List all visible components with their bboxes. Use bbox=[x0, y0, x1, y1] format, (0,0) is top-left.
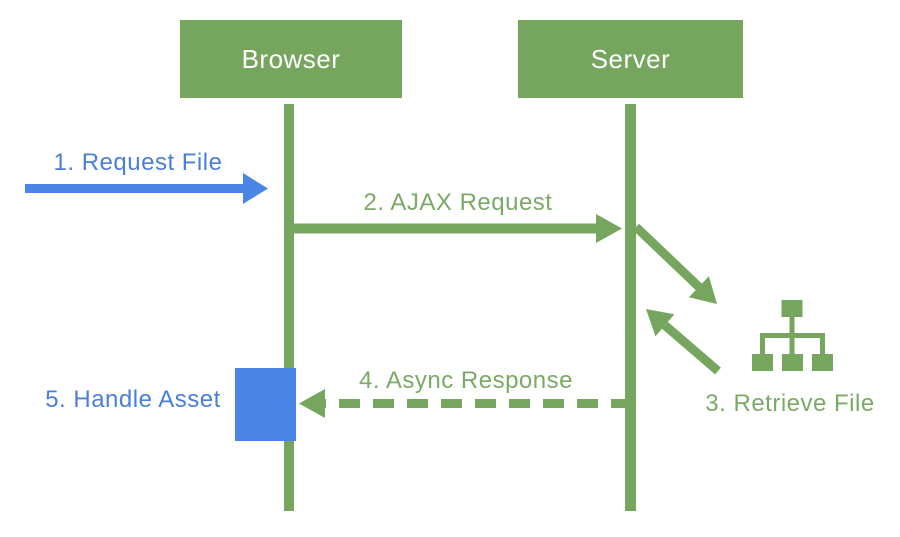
ajax-request-arrow bbox=[294, 214, 622, 243]
handle-asset-activation-box bbox=[235, 368, 296, 441]
step-label-retrieve-file: 3. Retrieve File bbox=[705, 390, 875, 417]
async-response-arrowhead bbox=[299, 389, 325, 418]
step-label-request-file: 1. Request File bbox=[53, 149, 223, 176]
server-to-file-arrowhead bbox=[688, 276, 717, 304]
server-to-file-arrow-shaft bbox=[632, 223, 703, 291]
file-to-server-arrow-shaft bbox=[661, 321, 721, 375]
step-label-handle-asset: 5. Handle Asset bbox=[45, 386, 221, 413]
step-label-async-response: 4. Async Response bbox=[359, 367, 573, 394]
request-file-arrow bbox=[25, 173, 268, 204]
server-actor-label: Server bbox=[590, 43, 671, 74]
step-label-ajax-request: 2. AJAX Request bbox=[363, 189, 553, 216]
file-to-server-arrowhead bbox=[646, 309, 675, 337]
browser-lifeline bbox=[284, 104, 294, 511]
file-tree-icon bbox=[752, 300, 833, 371]
server-lifeline bbox=[625, 104, 636, 511]
server-actor-box: Server bbox=[518, 20, 743, 98]
browser-actor-box: Browser bbox=[180, 20, 402, 98]
browser-actor-label: Browser bbox=[241, 43, 341, 74]
